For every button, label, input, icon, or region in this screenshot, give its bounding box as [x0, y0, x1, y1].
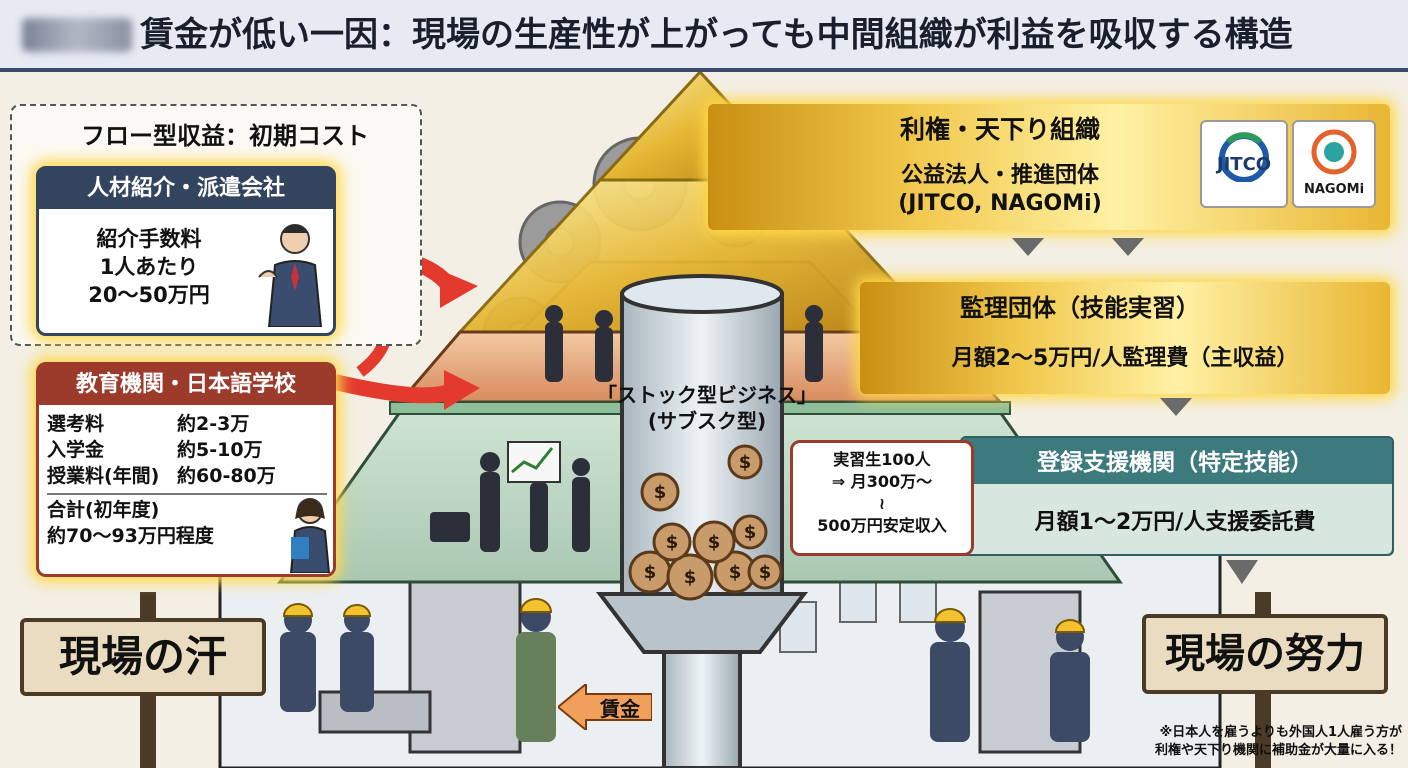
field-sweat-sign: 現場の汗 — [20, 618, 266, 696]
tier1-line2: (JITCO, NAGOMi) — [898, 191, 1102, 216]
field-effort-sign: 現場の努力 — [1142, 614, 1388, 694]
footnote: ※日本人を雇うよりも外国人1人雇う方が 利権や天下り機関に補助金が大量に入る！ — [1098, 724, 1402, 760]
svg-text:$: $ — [739, 452, 752, 473]
svg-text:$: $ — [744, 522, 757, 543]
footnote-line1: ※日本人を雇うよりも外国人1人雇う方が — [1159, 725, 1402, 740]
arrow-down-icon — [1012, 238, 1044, 256]
tier2-fee: 月額2〜5万円/人監理費（主収益） — [951, 346, 1299, 371]
recruit-company-card: 人材紹介・派遣会社 紹介手数料 1人あたり 20〜50万円 — [36, 166, 336, 336]
wage-label: 賃金 — [600, 697, 640, 721]
school-row-value: 約2-3万 — [177, 413, 250, 435]
tier1-line1: 公益法人・推進団体 — [900, 163, 1099, 188]
header-bar: 賃金が低い一因：現場の生産性が上がっても中間組織が利益を吸収する構造 — [0, 0, 1408, 72]
callout-line3: ≀ — [879, 494, 885, 513]
jitco-logo: JITCO — [1200, 120, 1288, 208]
businessman-icon — [258, 224, 323, 327]
stock-business-label: 「ストック型ビジネス」 — [597, 383, 817, 407]
school-title: 教育機関・日本語学校 — [39, 365, 333, 405]
recruit-line-3: 20〜50万円 — [88, 283, 210, 307]
blurred-logo — [22, 18, 132, 52]
school-row: 選考料 約2-3万 — [47, 411, 327, 437]
school-total-label: 合計(初年度) — [47, 499, 160, 521]
callout-line4: 500万円安定収入 — [817, 516, 947, 535]
nagomi-logo-text: NAGOMi — [1303, 182, 1365, 197]
school-row-label: 入学金 — [47, 439, 105, 461]
svg-text:$: $ — [666, 532, 679, 553]
callout-line1: 実習生100人 — [833, 450, 931, 469]
svg-text:$: $ — [684, 567, 697, 588]
school-row-value: 約60-80万 — [177, 465, 276, 487]
recruit-line-2: 1人あたり — [99, 255, 199, 279]
income-callout: 実習生100人 ⇒ 月300万〜 ≀ 500万円安定収入 — [790, 440, 974, 556]
svg-text:$: $ — [654, 482, 667, 503]
svg-text:$: $ — [759, 562, 772, 583]
footnote-line2: 利権や天下り機関に補助金が大量に入る！ — [1154, 743, 1402, 758]
wage-arrow: 賃金 — [558, 684, 652, 730]
school-card: 教育機関・日本語学校 選考料 約2-3万 入学金 約5-10万 授業料(年間) … — [36, 362, 336, 577]
arrow-down-icon — [1226, 560, 1258, 584]
tier2-title: 監理団体（技能実習） — [960, 294, 1200, 322]
tier3-fee: 月額1〜2万円/人支援委託費 — [1034, 510, 1316, 535]
recruit-line-1: 紹介手数料 — [96, 227, 202, 251]
school-row-value: 約5-10万 — [177, 439, 263, 461]
arrow-down-icon — [1112, 238, 1144, 256]
school-row-label: 選考料 — [47, 413, 105, 435]
callout-line2: ⇒ 月300万〜 — [831, 472, 933, 491]
subscription-label: (サブスク型) — [647, 409, 767, 433]
svg-text:$: $ — [644, 562, 657, 583]
tier3-band — [960, 436, 1394, 556]
tier3-title: 登録支援機関（特定技能） — [1037, 450, 1313, 476]
red-arrow-2 — [333, 374, 453, 404]
tier2-band — [860, 282, 1390, 394]
school-row-label: 授業料(年間) — [47, 465, 160, 487]
money-bag-icon — [628, 444, 783, 601]
teacher-icon — [289, 498, 331, 573]
svg-text:$: $ — [729, 562, 742, 583]
school-row: 入学金 約5-10万 — [47, 437, 327, 463]
nagomi-logo: NAGOMi — [1292, 120, 1376, 208]
page-title: 賃金が低い一因：現場の生産性が上がっても中間組織が利益を吸収する構造 — [140, 15, 1293, 55]
school-total-value: 約70〜93万円程度 — [47, 525, 214, 547]
jitco-logo-text: JITCO — [1216, 154, 1272, 175]
funnel — [595, 592, 809, 654]
recruit-company-title: 人材紹介・派遣会社 — [39, 169, 333, 209]
flow-revenue-title: フロー型収益：初期コスト — [81, 122, 369, 150]
school-row: 授業料(年間) 約60-80万 — [47, 463, 327, 489]
arrow-down-icon — [1160, 398, 1192, 416]
tier1-title: 利権・天下り組織 — [899, 115, 1100, 144]
svg-text:$: $ — [708, 532, 721, 553]
